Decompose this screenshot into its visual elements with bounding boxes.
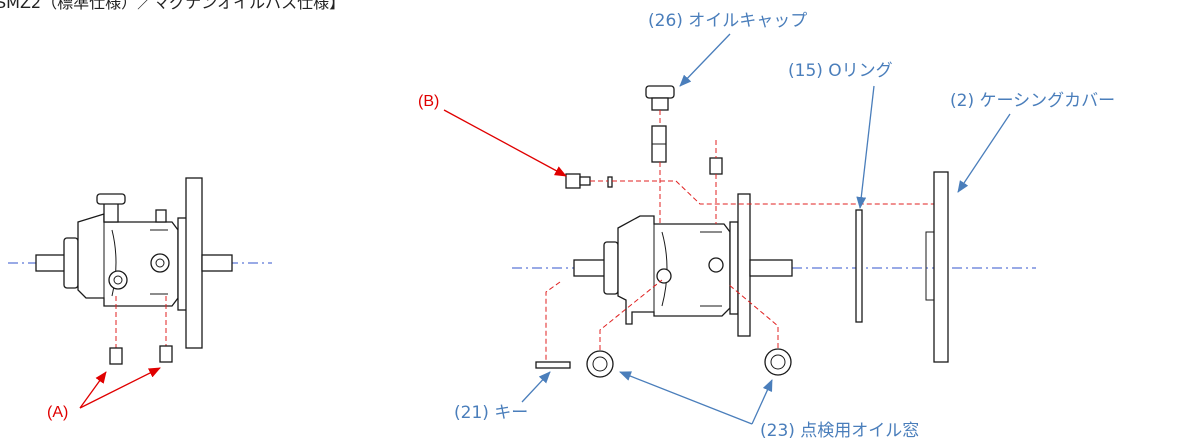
bolt-washer bbox=[607, 176, 613, 188]
bolt-head bbox=[565, 173, 581, 189]
left-sight-window-2 bbox=[150, 253, 170, 273]
key-label: (21) キー bbox=[454, 403, 528, 423]
right-housing-contour bbox=[661, 231, 668, 307]
bolt-shank bbox=[579, 176, 591, 186]
o-ring-label: (15) Oリング bbox=[788, 61, 893, 81]
sight-window-2 bbox=[764, 348, 792, 376]
key-dash bbox=[545, 281, 561, 362]
sight-window-arrow-2 bbox=[751, 379, 773, 425]
oil-cap-label: (26) オイルキャップ bbox=[648, 11, 807, 31]
oil-cap-head bbox=[645, 85, 675, 99]
right-flange-ring bbox=[729, 221, 739, 315]
left-oil-cap bbox=[96, 193, 126, 205]
casing-cover-arrow bbox=[957, 113, 1011, 193]
right-housing-port-1 bbox=[656, 268, 672, 284]
left-assembly: (A) bbox=[8, 177, 272, 421]
sight-window-1 bbox=[586, 350, 614, 378]
callout-a-arrow-1 bbox=[79, 371, 107, 409]
casing-cover-boss bbox=[925, 231, 935, 301]
sight-window-arrow-1 bbox=[619, 371, 753, 425]
right-housing-port-2 bbox=[708, 257, 724, 273]
right-rear-cap bbox=[603, 241, 619, 295]
header-title: SMZ2（標準仕様）／マグナンオイルバス仕様】 bbox=[0, 0, 345, 12]
left-sight-window-1-inner bbox=[113, 275, 123, 285]
left-housing-ribs bbox=[150, 229, 168, 295]
right-assembly: (26) オイルキャップ (15) Oリング (2) ケーシングカバー (B) … bbox=[418, 11, 1115, 441]
oil-cap-body bbox=[651, 97, 669, 111]
left-sight-window-2-inner bbox=[155, 258, 165, 268]
right-housing-ribs bbox=[700, 231, 722, 307]
left-plug-2 bbox=[159, 345, 173, 363]
sight-window-2-inner bbox=[770, 354, 786, 370]
left-output-shaft bbox=[201, 254, 233, 272]
casing-cover-label: (2) ケーシングカバー bbox=[950, 91, 1115, 111]
left-input-shaft bbox=[35, 254, 67, 272]
left-top-fitting bbox=[155, 209, 167, 223]
left-flange-plate bbox=[185, 177, 203, 349]
o-ring bbox=[855, 209, 863, 323]
callout-b-arrow bbox=[443, 109, 567, 177]
left-housing-contour bbox=[111, 229, 117, 297]
right-flange-plate bbox=[737, 193, 751, 337]
key-part bbox=[535, 361, 571, 369]
callout-a-arrow-2 bbox=[79, 367, 161, 409]
right-housing bbox=[617, 215, 731, 325]
right-input-shaft bbox=[573, 259, 607, 277]
sight-window-1-inner bbox=[592, 356, 608, 372]
oil-cap-arrow bbox=[679, 33, 731, 87]
sight-window-2-dash bbox=[727, 283, 779, 348]
bolt-to-cover-dash bbox=[612, 180, 940, 205]
sight-window-1-dash bbox=[599, 279, 663, 350]
sight-window-label: (23) 点検用オイル窓 bbox=[760, 421, 919, 441]
left-rear-cap bbox=[63, 237, 79, 289]
left-oil-cap-stem bbox=[103, 201, 119, 223]
left-sight-window-1 bbox=[108, 270, 128, 290]
o-ring-arrow bbox=[856, 85, 875, 209]
right-output-shaft bbox=[749, 259, 793, 277]
callout-b-label: (B) bbox=[418, 93, 439, 110]
key-arrow bbox=[521, 371, 551, 403]
left-plug-1 bbox=[109, 347, 123, 365]
callout-a-label: (A) bbox=[47, 404, 68, 421]
top-plug bbox=[709, 157, 723, 175]
casing-cover bbox=[933, 171, 949, 363]
